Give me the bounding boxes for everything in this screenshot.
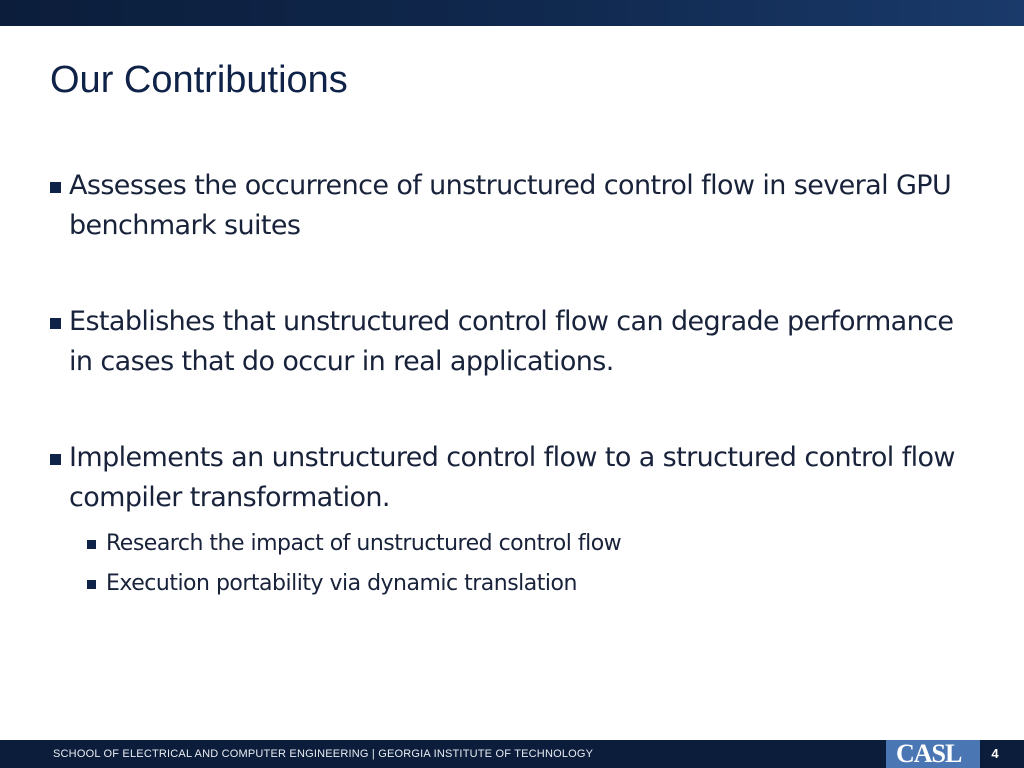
sub-bullet-item: Execution portability via dynamic transl… bbox=[87, 564, 970, 604]
sub-bullet-text: Research the impact of unstructured cont… bbox=[106, 531, 622, 556]
footer-bar: SCHOOL OF ELECTRICAL AND COMPUTER ENGINE… bbox=[0, 740, 1024, 768]
bullet-text: Implements an unstructured control flow … bbox=[69, 442, 956, 513]
slide-title: Our Contributions bbox=[50, 59, 348, 101]
square-bullet-icon bbox=[87, 580, 96, 589]
footer-text: SCHOOL OF ELECTRICAL AND COMPUTER ENGINE… bbox=[53, 748, 594, 760]
square-bullet-icon bbox=[87, 540, 96, 549]
square-bullet-icon bbox=[50, 318, 61, 329]
bullet-text: Establishes that unstructured control fl… bbox=[69, 306, 954, 377]
bullet-item: Implements an unstructured control flow … bbox=[50, 438, 970, 604]
square-bullet-icon bbox=[50, 182, 61, 193]
square-bullet-icon bbox=[50, 454, 61, 465]
casl-logo: CASL bbox=[886, 740, 980, 768]
bullet-item: Assesses the occurrence of unstructured … bbox=[50, 166, 970, 246]
bullet-list: Assesses the occurrence of unstructured … bbox=[50, 166, 970, 604]
sub-bullet-text: Execution portability via dynamic transl… bbox=[106, 571, 577, 596]
sub-bullet-item: Research the impact of unstructured cont… bbox=[87, 524, 970, 564]
bullet-item: Establishes that unstructured control fl… bbox=[50, 302, 970, 382]
header-bar bbox=[0, 0, 1024, 26]
logo-text: CASL bbox=[896, 739, 962, 768]
bullet-text: Assesses the occurrence of unstructured … bbox=[69, 170, 952, 241]
page-number: 4 bbox=[991, 746, 999, 761]
sub-bullet-list: Research the impact of unstructured cont… bbox=[69, 524, 970, 604]
